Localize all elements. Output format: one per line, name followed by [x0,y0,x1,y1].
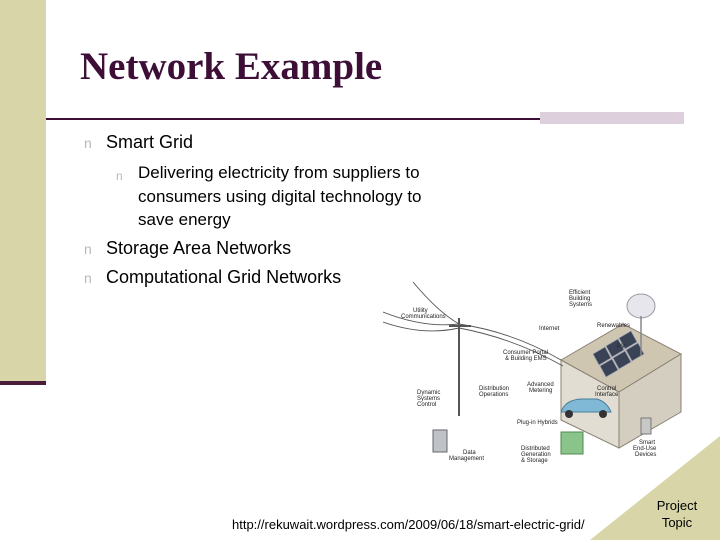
label-consumer-portal: Consumer Portal& Building EMS [503,350,548,362]
satellite-dish-icon [626,293,656,356]
slide-title: Network Example [80,45,383,88]
bullet-marker-icon: n [84,135,92,151]
title-rule-accent [540,112,684,124]
sub-bullet-marker-icon: n [116,169,123,183]
solar-panels-icon [592,330,645,378]
bullet-text: Smart Grid [106,132,194,152]
label-renewables: Renewables [597,323,630,329]
label-plug-in: Plug-in Hybrids [517,420,558,426]
sub-bullet-text: Delivering electricity from suppliers to… [138,161,422,232]
power-line-icon [383,282,564,416]
bullet-text: Storage Area Networks [106,238,292,258]
corner-triangle [590,436,720,540]
sub-bullet-line: save energy [138,210,231,229]
left-accent-bar-edge [0,381,46,385]
sub-bullet-line: consumers using digital technology to [138,186,422,206]
bullet-marker-icon: n [84,270,92,286]
label-internet: Internet [539,326,560,332]
corner-label-line: Topic [661,515,693,530]
left-accent-bar [0,0,46,384]
corner-label: Project Topic [646,497,708,531]
corner-label-line: Project [656,498,698,513]
source-url: http://rekuwait.wordpress.com/2009/06/18… [232,517,585,532]
title-rule [46,118,540,120]
label-pv: PV [617,344,625,350]
server-icon [432,417,652,455]
electric-car-icon [560,398,612,418]
sub-bullet-line: Delivering electricity from suppliers to [138,163,420,182]
bullet-marker-icon: n [84,241,92,257]
bullet-text: Computational Grid Networks [106,267,342,287]
